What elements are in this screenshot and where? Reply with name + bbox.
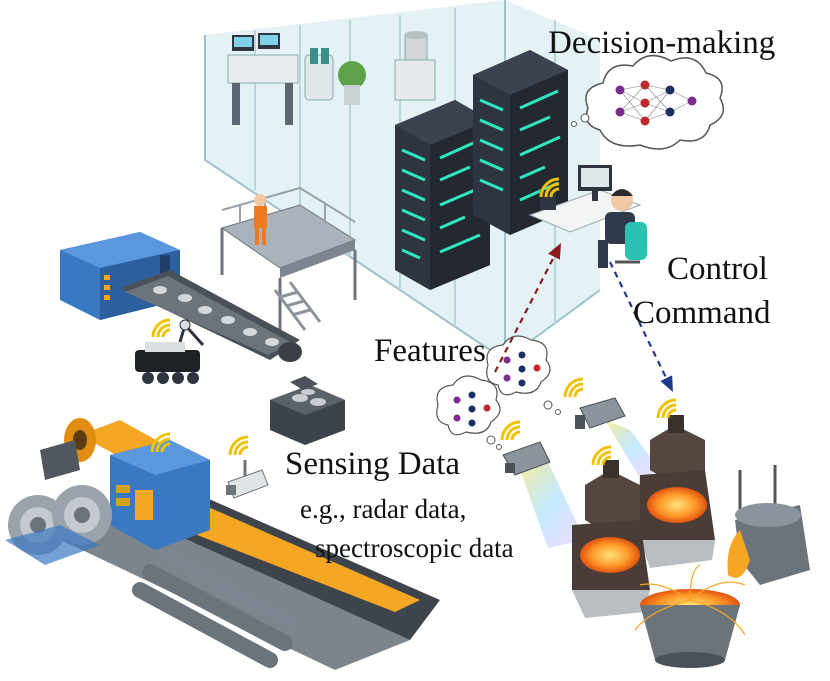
control-command-label-line2: Command <box>633 295 771 331</box>
material-bin <box>270 376 345 445</box>
control-command-arrow <box>609 261 673 392</box>
operator-icon <box>528 165 647 268</box>
sensing-beam <box>520 420 660 548</box>
wifi-icon <box>500 420 521 441</box>
furnace-icon <box>638 415 715 568</box>
inclined-conveyor <box>120 270 302 362</box>
wifi-icon <box>591 445 612 466</box>
camera-icon <box>502 441 551 476</box>
robot-icon <box>135 319 205 384</box>
sensing-example-line1: e.g., radar data, <box>300 494 467 524</box>
wifi-icon <box>539 177 560 198</box>
wifi-icon <box>563 377 584 398</box>
wifi-icon <box>656 398 677 419</box>
pouring-ladle <box>727 465 810 585</box>
wifi-icon <box>228 435 249 456</box>
camera-icon <box>575 397 626 429</box>
camera-icon <box>226 460 269 499</box>
steel-pipes <box>132 548 297 668</box>
thought-bubbles <box>486 400 561 450</box>
neural-network-icon <box>436 375 501 436</box>
features-arrow <box>494 243 562 373</box>
furnace-icon <box>572 460 650 618</box>
control-command-label-line1: Control <box>667 251 768 287</box>
wifi-icon <box>151 318 171 338</box>
steel-coils <box>5 485 112 565</box>
neural-network-icon <box>486 335 551 396</box>
neural-network-icon <box>571 54 725 150</box>
features-label: Features <box>374 333 486 369</box>
sensing-data-label: Sensing Data <box>285 446 461 482</box>
sensing-example-line2: spectroscopic data <box>315 533 514 563</box>
walkway-platform <box>220 186 357 335</box>
lab-desk <box>227 31 436 125</box>
molten-bucket <box>634 564 746 668</box>
decision-making-label: Decision-making <box>548 25 776 61</box>
wifi-icon <box>150 432 171 453</box>
